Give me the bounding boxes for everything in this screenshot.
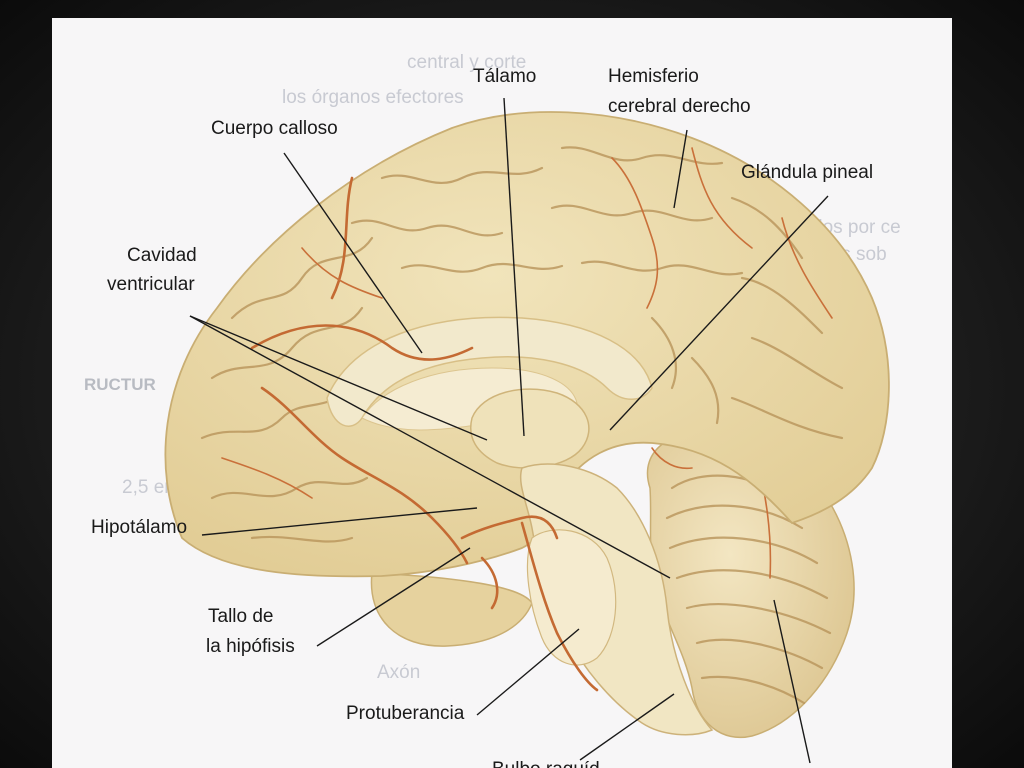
label-protuberancia: Protuberancia <box>346 703 465 724</box>
label-bulbo: Bulbo raquíd <box>492 759 600 768</box>
leader-hemisferio <box>673 129 688 209</box>
label-hemisferio-line2: cerebral derecho <box>608 96 751 117</box>
leader-bulbo <box>579 693 675 761</box>
label-cavidad-line2: ventricular <box>107 274 195 295</box>
label-tallo-line2: la hipófisis <box>206 636 295 657</box>
slide-page: central y corte los órganos efectores do… <box>52 18 952 768</box>
ghost-text-2: los órganos efectores <box>282 87 464 108</box>
leader-lines <box>189 97 829 764</box>
label-hemisferio-line1: Hemisferio <box>608 66 699 87</box>
label-talamo: Tálamo <box>473 66 536 87</box>
gyri-texture <box>200 146 844 543</box>
label-hipotalamo: Hipotálamo <box>91 517 187 538</box>
label-cavidad-line1: Cavidad <box>127 245 197 266</box>
leader-talamo <box>503 97 525 437</box>
label-tallo-line1: Tallo de <box>208 606 274 627</box>
leader-cavidad-1 <box>189 315 488 441</box>
label-glandula-pineal: Glándula pineal <box>741 162 873 183</box>
background-page-text: central y corte los órganos efectores do… <box>84 52 901 683</box>
blood-vessels <box>221 147 833 692</box>
leader-glandula-pineal <box>609 195 829 431</box>
pons-shape <box>526 529 617 666</box>
leader-cuerpo-calloso <box>283 152 423 354</box>
leader-tallo <box>316 547 471 647</box>
leader-protuberancia <box>476 628 580 716</box>
temporal-lobe <box>370 572 533 647</box>
leader-cerebelo <box>773 599 811 764</box>
ghost-text-7: Axón <box>377 662 420 683</box>
leader-cavidad-2 <box>189 315 671 579</box>
ghost-text-3: dos por ce <box>812 217 901 238</box>
thalamus-shape <box>470 388 590 469</box>
leader-hipotalamo <box>201 507 478 536</box>
corpus-callosum <box>326 316 653 427</box>
labels: Tálamo Hemisferio cerebral derecho Cuerp… <box>91 66 873 768</box>
brain-diagram: central y corte los órganos efectores do… <box>84 52 901 768</box>
ghost-text-1: central y corte <box>407 52 526 73</box>
ghost-text-5: RUCTUR <box>84 375 156 394</box>
label-cuerpo-calloso: Cuerpo calloso <box>211 118 338 139</box>
